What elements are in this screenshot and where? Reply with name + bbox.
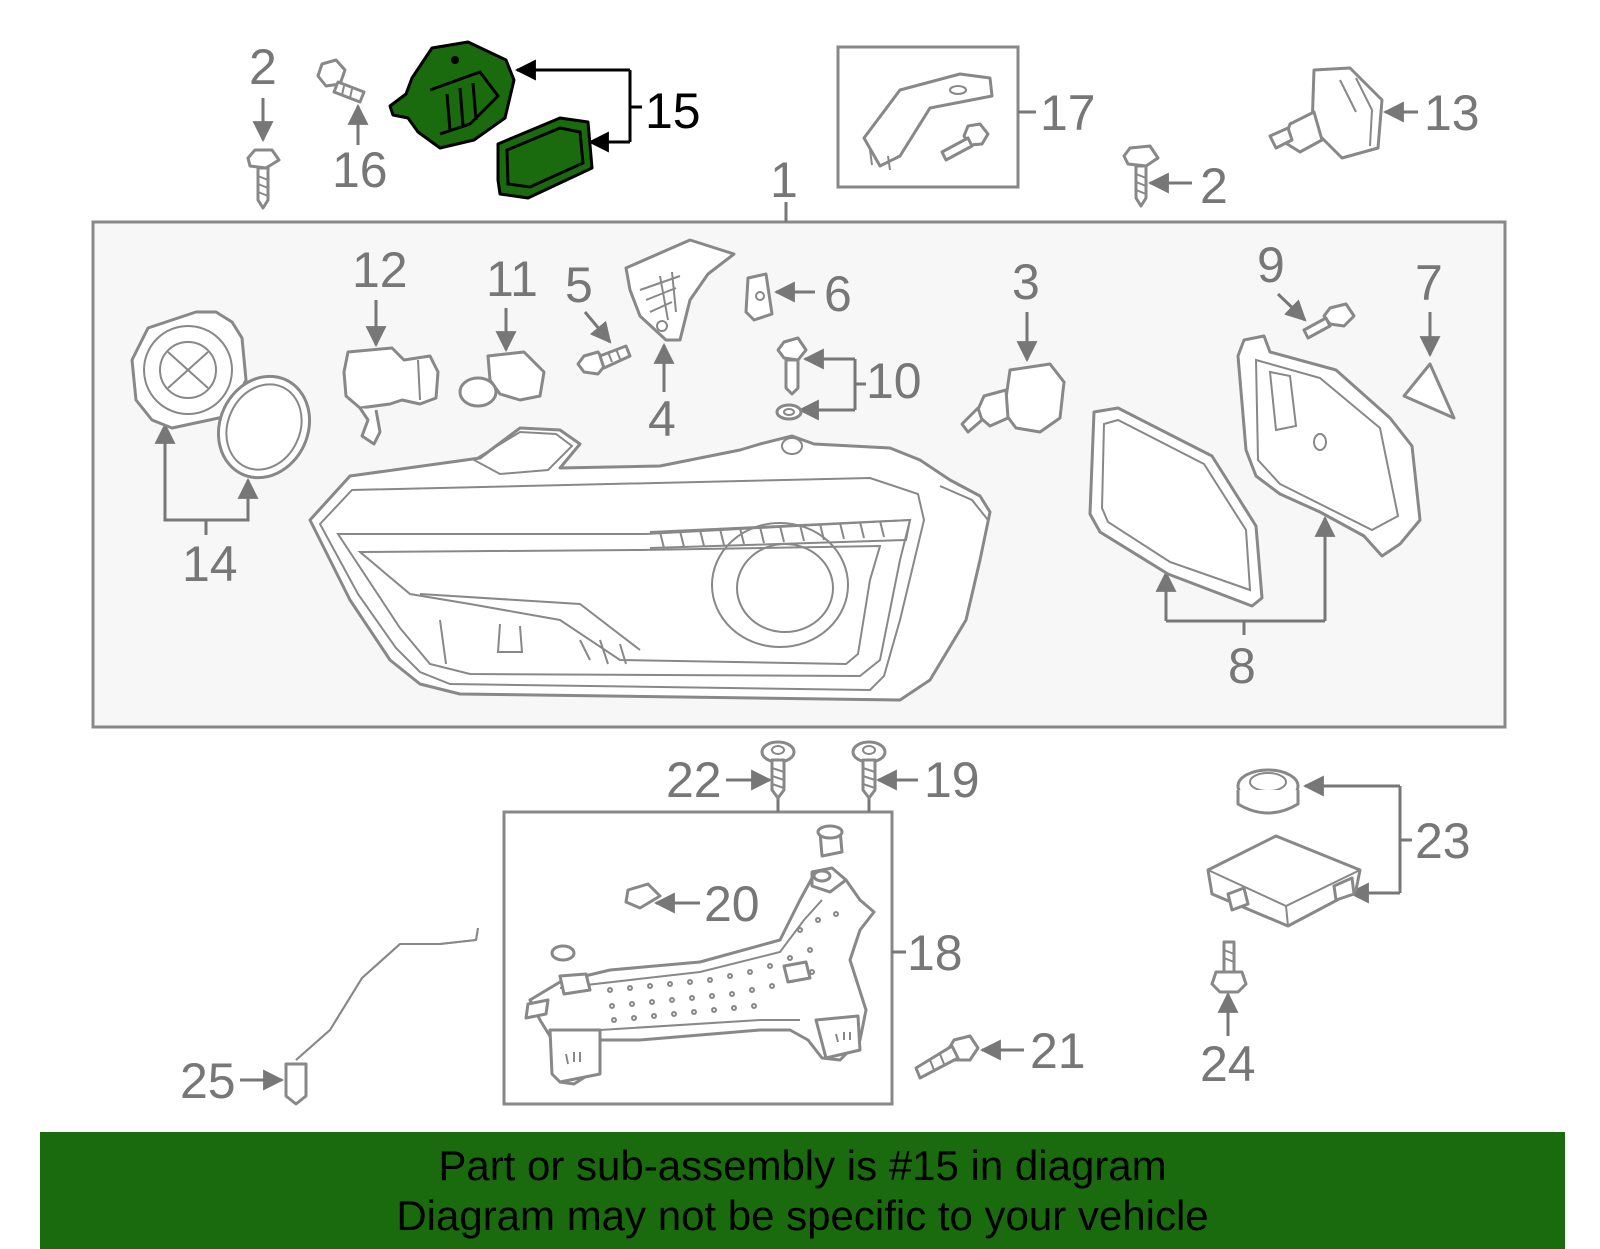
part-11-bulb[interactable] [458, 350, 546, 408]
callout-14[interactable]: 14 [182, 536, 238, 592]
callout-25[interactable]: 25 [180, 1053, 236, 1109]
part-4-bracket[interactable] [624, 238, 736, 342]
callout-2-left[interactable]: 2 [249, 39, 277, 95]
callout-15[interactable]: 15 [645, 83, 701, 139]
callout-3[interactable]: 3 [1012, 254, 1040, 310]
callout-24[interactable]: 24 [1200, 1036, 1256, 1092]
part-1-headlamp-body[interactable] [308, 426, 992, 702]
part-2-screw-right[interactable] [1122, 144, 1160, 208]
part-16-bolt[interactable] [316, 58, 366, 104]
part-25-sensor-wire[interactable] [284, 927, 479, 1106]
part-2-screw-left[interactable] [246, 148, 281, 210]
part-6-clip[interactable] [744, 272, 774, 322]
part-14-cap-and-seal[interactable] [130, 310, 326, 493]
callout-9[interactable]: 9 [1257, 237, 1285, 293]
part-23-control-module[interactable] [1206, 768, 1362, 928]
part-13-bulb[interactable] [1268, 66, 1384, 160]
callout-13[interactable]: 13 [1424, 85, 1480, 141]
callout-8[interactable]: 8 [1228, 638, 1256, 694]
part-15-cover-and-seal[interactable] [388, 40, 594, 200]
part-3-bulb[interactable] [960, 362, 1066, 434]
callout-19[interactable]: 19 [924, 752, 980, 808]
banner-line-2: Diagram may not be specific to your vehi… [396, 1192, 1209, 1239]
part-5-screw[interactable] [576, 344, 632, 376]
callout-1[interactable]: 1 [770, 152, 798, 208]
info-banner: Part or sub-assembly is #15 in diagram D… [40, 1132, 1565, 1249]
part-22-screw[interactable] [760, 740, 796, 800]
part-12-bulb-socket[interactable] [342, 346, 440, 446]
callout-18[interactable]: 18 [907, 925, 963, 981]
callout-12[interactable]: 12 [352, 242, 408, 298]
callout-23[interactable]: 23 [1415, 813, 1471, 869]
callout-17[interactable]: 17 [1040, 85, 1096, 141]
callout-22[interactable]: 22 [666, 752, 722, 808]
callout-11[interactable]: 11 [486, 251, 538, 307]
part-17-bracket[interactable] [862, 72, 994, 171]
callout-5[interactable]: 5 [565, 257, 593, 313]
part-8-gasket-and-cover[interactable] [1088, 334, 1422, 608]
part-9-screw[interactable] [1302, 302, 1356, 340]
part-18-mounting-bracket[interactable] [524, 824, 876, 1086]
callout-4[interactable]: 4 [648, 391, 676, 447]
part-10-screw-and-washer[interactable] [775, 336, 808, 421]
callout-16[interactable]: 16 [332, 142, 388, 198]
callout-6[interactable]: 6 [824, 266, 852, 322]
callout-7[interactable]: 7 [1415, 255, 1443, 311]
banner-line-1: Part or sub-assembly is #15 in diagram [438, 1142, 1167, 1189]
callout-2-right[interactable]: 2 [1200, 158, 1228, 214]
part-24-bolt[interactable] [1210, 940, 1248, 994]
callout-10[interactable]: 10 [866, 353, 922, 409]
callout-21[interactable]: 21 [1030, 1023, 1086, 1079]
part-19-screw[interactable] [851, 740, 887, 800]
part-7-warning-label[interactable] [1402, 362, 1456, 420]
part-21-bolt[interactable] [914, 1034, 980, 1080]
callout-20[interactable]: 20 [704, 876, 760, 932]
bracket-kit-box [836, 45, 1020, 189]
